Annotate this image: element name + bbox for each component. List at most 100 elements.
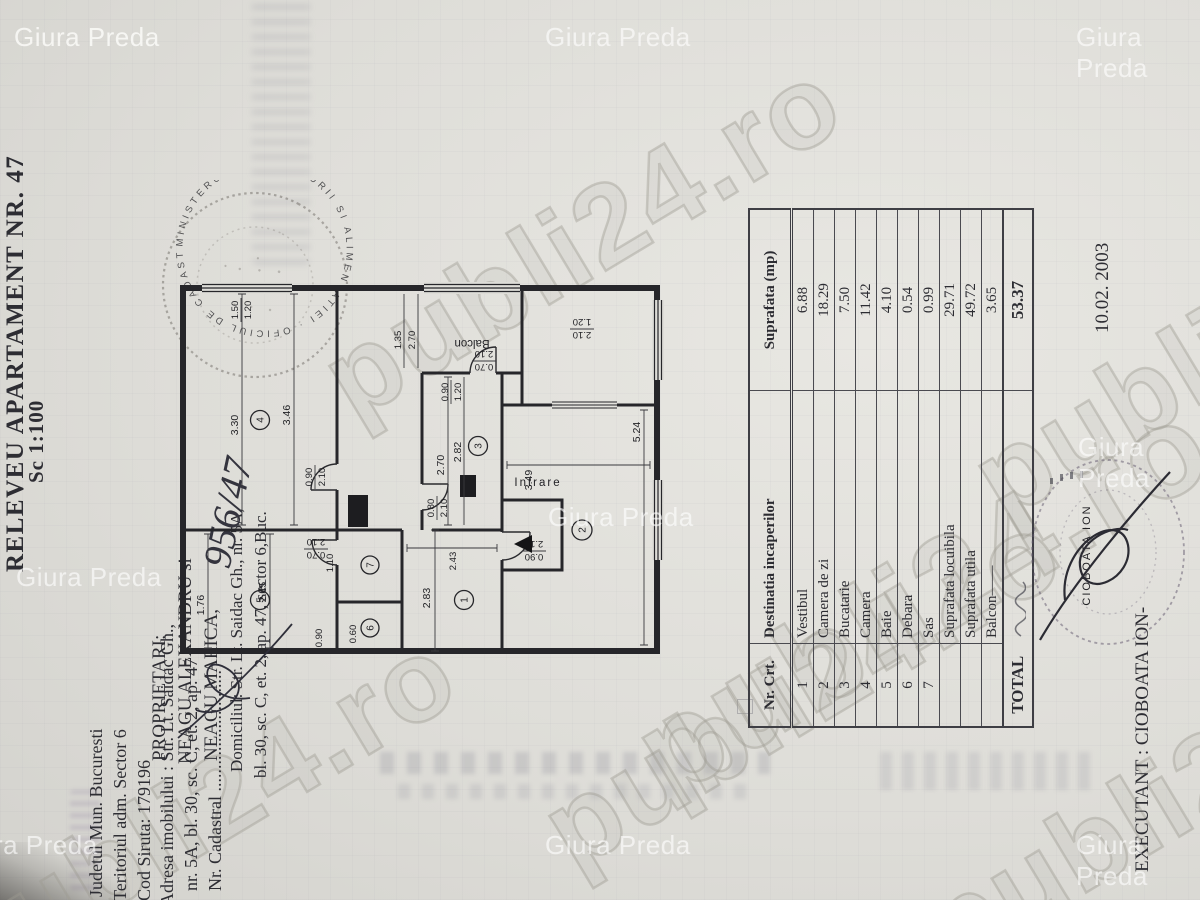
svg-text:3.49: 3.49 [523,470,535,491]
svg-text:2.10: 2.10 [439,499,450,518]
frac-kitchen-window: 0.90 1.20 [440,380,464,404]
svg-text:1.10: 1.10 [325,554,336,573]
executant-stamp: CIOBOATA ION [1031,459,1185,645]
svg-text:1.20: 1.20 [453,383,464,402]
room-circle-6: 6 [360,618,380,638]
bleed-smudge [380,752,770,774]
stamp-speckles [1050,471,1083,484]
watermark-giura: Giura Preda [14,22,160,52]
window-marks [202,282,664,560]
svg-text:1: 1 [460,597,471,603]
frac-window-room4: 1.50 1.20 [230,298,254,322]
bleed-smudge [398,784,748,799]
document-title: RELEVEU APARTAMENT NR. 47 [2,154,29,572]
room-numbers: 5 4 6 7 1 3 2 [249,409,593,638]
svg-text:2.45: 2.45 [257,582,269,603]
handwritten-check-squiggle [1014,581,1028,638]
svg-text:0.80: 0.80 [426,499,437,518]
exterior-walls [180,285,660,654]
balcony-label: Balcon [454,337,489,349]
entrance-arrow-icon [514,535,532,553]
svg-text:1.76: 1.76 [195,595,207,616]
frac-terrace-window: 2.10 1.20 [570,316,594,340]
svg-text:7: 7 [366,562,377,568]
areas-table: Nr. Crt. Destinatia incaperilor Suprafat… [748,208,1034,728]
terrace-window-marks [552,401,617,409]
opening-fraction-labels: 1.50 1.20 0.70 2.10 0.90 2.10 0.80 2.10 … [230,298,594,562]
svg-text:2.10: 2.10 [317,468,328,487]
door-swings [310,346,531,566]
county-line: Judetul Mun. Bucuresti [86,728,106,898]
frac-bath-door: 0.70 2.10 [304,536,328,560]
frac-room4-door: 0.90 2.10 [304,465,328,489]
entrance-label: Intrare [514,477,561,489]
svg-text:3.30: 3.30 [229,415,241,436]
room-circle-7: 7 [360,555,380,575]
room-circle-3: 3 [467,435,489,457]
svg-text:3: 3 [474,443,485,449]
svg-text:0.90: 0.90 [440,383,451,402]
watermark-giura: Giura Preda [545,22,691,52]
dimension-lines [204,293,651,652]
room-circle-2: 2 [571,519,593,541]
svg-text:2.82: 2.82 [452,442,464,463]
kitchen-shaft-block [460,475,476,497]
document-date: 10.02. 2003 [1092,242,1113,333]
svg-text:3.46: 3.46 [281,405,293,426]
siruta-code-line: Cod Siruta: 179196 [134,759,154,900]
frac-kitchen-door: 0.80 2.10 [426,496,450,520]
room-circle-4: 4 [249,409,271,431]
svg-text:2.43: 2.43 [448,552,459,571]
table-total-row: TOTAL 53.37 [1003,209,1033,727]
col-header-sup: Suprafata (mp) [749,209,792,391]
cadastral-signature [177,623,293,739]
svg-text:0.90: 0.90 [304,468,315,487]
svg-text:0.70: 0.70 [307,549,326,560]
col-header-nr: Nr. Crt. [749,643,792,727]
room-circle-1: 1 [453,589,475,611]
room-circle-5: 5 [249,589,271,611]
dimension-labels: 1.76 2.45 0.90 0.60 3.30 3.46 2.83 2.43 … [195,331,643,648]
svg-text:2.70: 2.70 [435,455,447,476]
svg-text:0.70: 0.70 [475,361,494,372]
interior-walls [183,288,657,651]
svg-text:1.35: 1.35 [393,331,404,350]
svg-text:2.70: 2.70 [407,331,418,350]
col-header-dest: Destinatia incaperilor [749,390,792,644]
floor-plan: 1.76 2.45 0.90 0.60 3.30 3.46 2.83 2.43 … [172,275,667,660]
watermark-giura: Giura Preda [545,830,691,860]
areas-table-wrap: Nr. Crt. Destinatia incaperilor Suprafat… [748,208,1034,728]
svg-text:1.20: 1.20 [243,301,254,320]
photo-corner-shadow [0,842,130,900]
svg-text:2.10: 2.10 [525,538,544,549]
frac-entrance-door: 0.90 2.10 [522,538,546,562]
svg-text:0.90: 0.90 [314,629,325,648]
svg-text:2.10: 2.10 [307,536,326,547]
bleed-smudge [880,752,1095,790]
watermark-giura: Giura Preda [1076,22,1148,83]
frac-balcony-door: 0.70 2.10 [472,348,496,372]
signature-stroke [1039,471,1171,641]
svg-text:2.10: 2.10 [573,329,592,340]
svg-text:5: 5 [256,597,267,603]
svg-text:2.83: 2.83 [421,588,433,609]
executant-stamp-name: CIOBOATA ION [1081,504,1093,605]
watermark-giura: Giura Preda [16,562,162,592]
svg-text:6: 6 [366,625,377,631]
svg-text:2.10: 2.10 [475,348,494,359]
shaft-block [348,495,368,527]
document-scale: Sc 1:100 [24,399,48,483]
svg-text:5.24: 5.24 [631,422,643,443]
svg-text:2: 2 [578,527,589,533]
svg-text:0.90: 0.90 [525,551,544,562]
